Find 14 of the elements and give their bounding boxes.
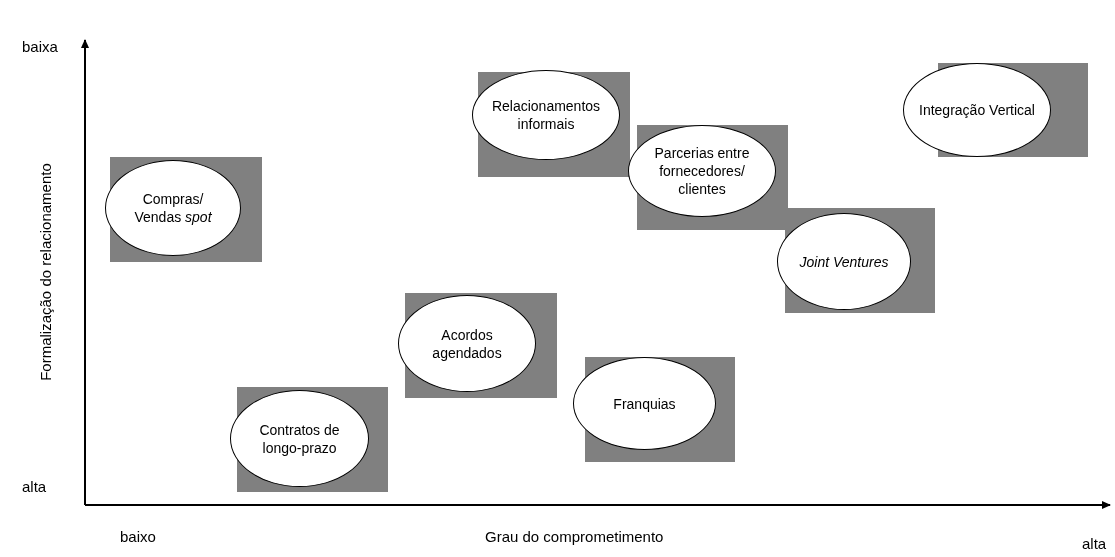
- node-label: Relacionamentos informais: [490, 97, 602, 133]
- axis-title: Grau do comprometimento: [485, 528, 664, 545]
- node-label: Integração Vertical: [919, 101, 1035, 119]
- axis-value-label: alta: [1082, 535, 1107, 552]
- axis-value-label: alta: [22, 478, 47, 495]
- node-label: Compras/ Vendas spot: [133, 190, 213, 226]
- node-label: Joint Ventures: [799, 252, 889, 271]
- node-label: Acordos agendados: [431, 325, 503, 362]
- axis-value-label: baixo: [120, 528, 156, 545]
- node-label: Franquias: [613, 394, 676, 413]
- node-label: Parcerias entre fornecedores/ clientes: [653, 144, 751, 198]
- axis-value-label: baixa: [22, 38, 58, 55]
- axis-title: Formalização do relacionamento: [36, 163, 54, 381]
- node-label: Contratos de longo-prazo: [258, 420, 341, 457]
